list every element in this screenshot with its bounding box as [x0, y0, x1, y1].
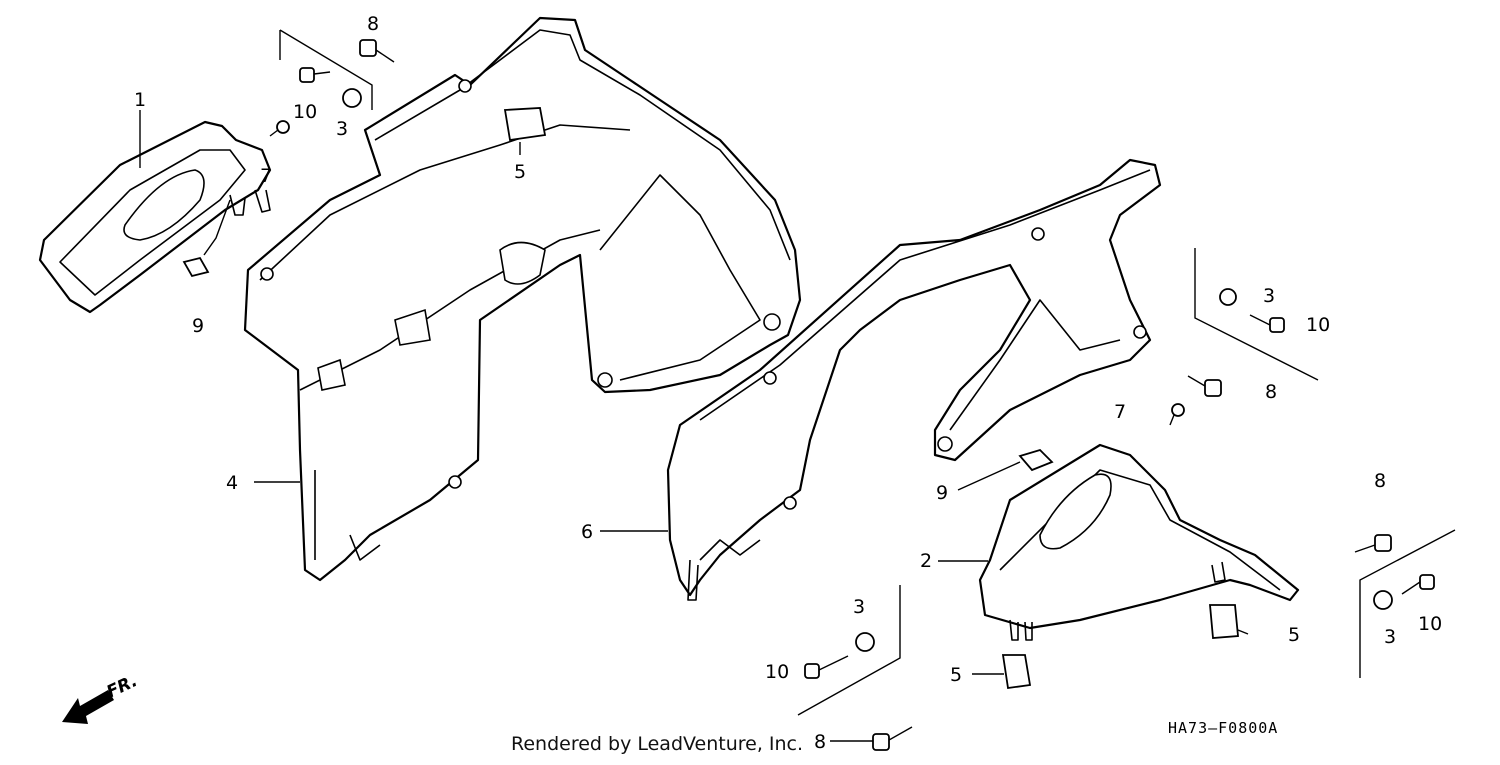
diagram-code: HA73–F0800A [1168, 719, 1279, 737]
callout-1: 1 [134, 89, 146, 111]
bolt-8-top [359, 39, 395, 63]
nut-5-right [1209, 604, 1239, 639]
callout-9-right: 9 [936, 482, 948, 504]
front-direction-arrow: FR. [62, 671, 141, 724]
clip-9-right [1018, 448, 1054, 472]
bolt-10-bottom [804, 655, 849, 679]
screw-7-right [1169, 403, 1185, 426]
screw-7-top [269, 120, 290, 137]
callout-8-bottom: 8 [814, 731, 826, 753]
callout-9-left: 9 [192, 315, 204, 337]
callout-5-right: 5 [1288, 624, 1300, 646]
credit-text: Rendered by LeadVenture, Inc. [511, 733, 804, 755]
callout-3-bottom: 3 [853, 596, 865, 618]
callout-3-lower-right: 3 [1384, 626, 1396, 648]
nut-5-bottom [1001, 654, 1032, 690]
callout-10-right: 10 [1306, 314, 1330, 336]
part-4-inner-panel [243, 16, 802, 582]
callout-7-right: 7 [1114, 401, 1126, 423]
fasteners [182, 39, 1435, 751]
callout-7-top: 7 [260, 165, 272, 187]
leader-lines [139, 110, 1249, 742]
group-brackets [203, 29, 1456, 716]
callout-8-lower-right: 8 [1374, 470, 1386, 492]
callout-4: 4 [226, 472, 238, 494]
part-2-right-cover [978, 443, 1300, 641]
washer-3-top [342, 88, 362, 108]
callout-labels: 1 2 3 3 3 3 4 5 5 5 6 7 7 8 8 8 8 9 9 10… [134, 13, 1442, 753]
callout-8-top: 8 [367, 13, 379, 35]
callout-8-right: 8 [1265, 381, 1277, 403]
bolt-10-right [1249, 314, 1285, 333]
bolt-10-lower-right [1401, 574, 1435, 595]
bolt-10-top [299, 67, 331, 83]
part-1-left-cover [38, 120, 272, 314]
front-direction-label: FR. [104, 671, 141, 702]
callout-6: 6 [581, 521, 593, 543]
bolt-8-right [1187, 375, 1222, 397]
bolt-8-bottom [872, 726, 913, 751]
callout-3-right: 3 [1263, 285, 1275, 307]
callout-10-bottom: 10 [765, 661, 789, 683]
clip-9-left [182, 256, 210, 278]
bolt-8-lower-right [1354, 534, 1392, 553]
callout-5-top: 5 [514, 161, 526, 183]
washer-3-right [1219, 288, 1237, 306]
callout-10-top: 10 [293, 101, 317, 123]
callout-10-lower-right: 10 [1418, 613, 1442, 635]
washer-3-lower-right [1373, 590, 1393, 610]
callout-3-top: 3 [336, 118, 348, 140]
washer-3-bottom [855, 632, 875, 652]
callout-5-bottom: 5 [950, 664, 962, 686]
part-6-inner-panel [666, 158, 1162, 601]
callout-2: 2 [920, 550, 932, 572]
